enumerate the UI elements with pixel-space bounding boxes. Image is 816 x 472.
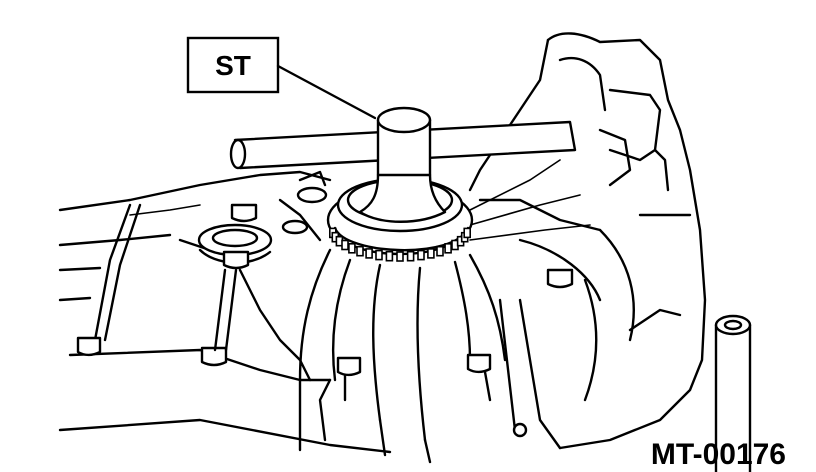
gear-tooth — [375, 249, 383, 261]
bolt-5 — [336, 356, 362, 377]
gear-tooth — [463, 227, 472, 239]
st-callout-box — [186, 36, 280, 94]
gear-tooth — [341, 239, 349, 251]
gear-tooth — [365, 248, 373, 259]
st-callout: ST — [186, 36, 377, 120]
gear-tooth — [348, 243, 356, 254]
gear-tooth — [396, 251, 404, 262]
bolt-3 — [76, 336, 102, 357]
st-callout-label: ST — [215, 50, 251, 81]
pipe — [714, 314, 752, 472]
gear-tooth — [356, 245, 364, 257]
bolt-7 — [546, 268, 574, 289]
bolt-2 — [222, 250, 250, 270]
left-housing — [58, 170, 392, 454]
st-leader-line — [276, 64, 377, 120]
gear-tooth — [406, 250, 415, 262]
figure-id: MT-00176 — [651, 438, 786, 471]
gear-tooth — [436, 245, 444, 257]
differential-housing — [298, 248, 507, 464]
gear-tooth — [444, 243, 452, 254]
bolts — [76, 203, 574, 402]
special-tool — [229, 106, 577, 223]
bolt-1 — [230, 203, 258, 223]
bolt-6 — [466, 353, 492, 374]
gear-tooth — [427, 248, 435, 259]
gear-tooth — [417, 249, 425, 261]
transmission-case — [468, 32, 707, 450]
bolt-4 — [200, 346, 228, 367]
gear-tooth — [385, 250, 394, 262]
